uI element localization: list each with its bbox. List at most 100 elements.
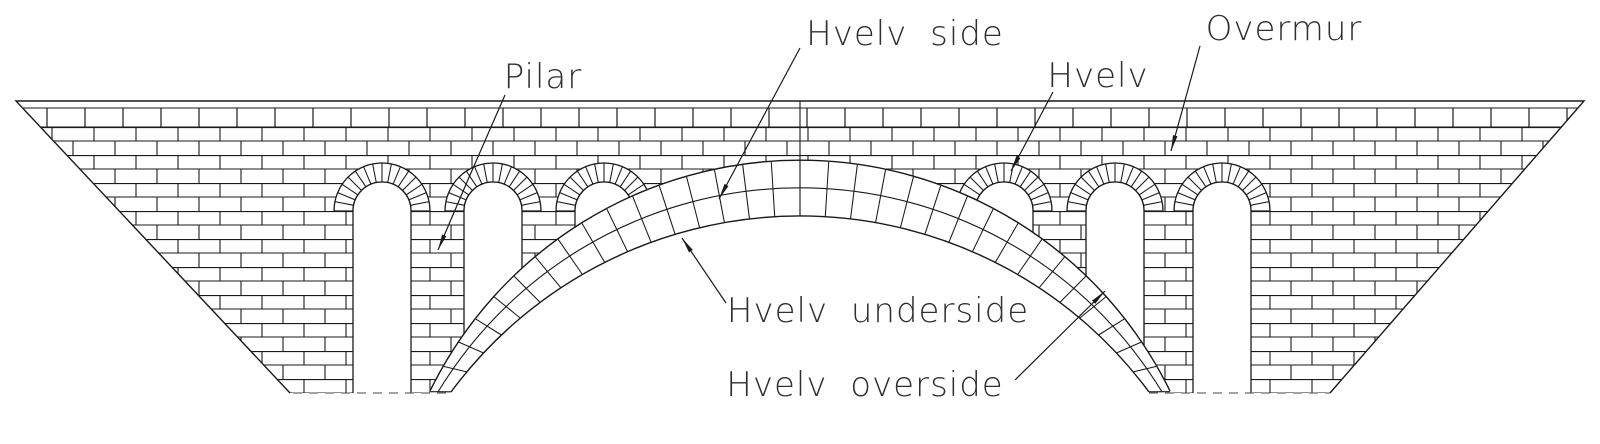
ring-joint [1096, 166, 1105, 185]
voussoir-joint [458, 341, 484, 354]
ring-joint [614, 166, 623, 185]
ring-joint [408, 192, 427, 201]
voussoir-joint [535, 256, 562, 289]
ring-joint [448, 192, 467, 201]
voussoir-joint [475, 318, 502, 336]
small-arch-6 [1173, 162, 1271, 393]
ring-joint [1237, 170, 1250, 188]
ring-joint [465, 170, 478, 188]
voussoir-joint [658, 185, 676, 235]
voussoir-joint [686, 176, 701, 228]
voussoir-joint [1017, 239, 1043, 275]
ring-joint [521, 201, 541, 206]
voussoir-joint [899, 176, 914, 228]
ring-joint [563, 183, 581, 196]
ring-joint [402, 176, 417, 191]
ring-joint [503, 166, 512, 185]
label-hvelv-side: Hvelv side [806, 14, 1004, 54]
voussoir-joint [948, 196, 968, 243]
ring-joint [627, 183, 645, 196]
ring-joint [1125, 166, 1134, 185]
small-arch-opening [1192, 181, 1252, 393]
ring-joint [387, 163, 392, 183]
ring-joint [483, 163, 488, 183]
ring-joint [410, 201, 430, 206]
voussoir-joint [1038, 256, 1065, 289]
ring-joint [1174, 201, 1194, 206]
ring-joint [498, 163, 503, 183]
ring-joint [354, 170, 367, 188]
voussoir-joint [770, 161, 776, 217]
ring-joint [372, 163, 377, 183]
label-hvelv-underside: Hvelv underside [727, 291, 1029, 331]
leader-lines [437, 45, 1201, 381]
ring-joint [508, 170, 521, 188]
ring-joint [1187, 176, 1202, 191]
voussoir-joint [443, 365, 467, 373]
ring-joint [969, 176, 984, 191]
ring-joint [341, 183, 359, 196]
ring-joint [963, 183, 981, 196]
ring-joint [445, 201, 465, 206]
ring-joint [1194, 170, 1207, 188]
ring-joint [347, 176, 362, 191]
ring-joint [474, 166, 483, 185]
ring-joint [1242, 176, 1257, 191]
ring-joint [576, 170, 589, 188]
voussoir-joint [581, 223, 606, 263]
hvelv-leader-line [1010, 91, 1054, 172]
ring-joint [1070, 192, 1089, 201]
label-overmur: Overmur [1206, 9, 1363, 49]
voussoir-joint [1133, 365, 1157, 373]
hvelv-underside-leader-line [681, 237, 727, 304]
ring-joint [1130, 170, 1143, 188]
pilar-leader-line [437, 94, 506, 251]
ring-joint [1105, 163, 1110, 183]
ring-joint [594, 163, 599, 183]
hvelv-underside-line [450, 215, 1150, 393]
ring-joint [1014, 166, 1023, 185]
ring-joint [619, 170, 632, 188]
voussoir-joint [1098, 318, 1125, 336]
hvelv-side-leader-line [718, 47, 801, 200]
voussoir-joint [513, 275, 541, 303]
ring-joint [1250, 201, 1270, 206]
ring-joint [609, 163, 614, 183]
ring-joint [1245, 183, 1263, 196]
overmur-leader-line [1170, 45, 1201, 152]
voussoir-joint [557, 239, 583, 275]
ring-joint [559, 192, 578, 201]
ring-joint [1030, 192, 1049, 201]
ring-joint [1181, 183, 1199, 196]
ring-joint [1032, 201, 1052, 206]
ring-joint [976, 170, 989, 188]
ring-joint [569, 176, 584, 191]
voussoir-joint [606, 208, 629, 252]
voussoir-joint [924, 185, 942, 235]
ring-joint [1080, 176, 1095, 191]
voussoir-joint [824, 161, 830, 217]
ring-joint [392, 166, 401, 185]
label-hvelv: Hvelv [1047, 56, 1148, 96]
arch-ring-fill [430, 160, 1170, 392]
ring-joint [1212, 163, 1217, 183]
ring-joint [1074, 183, 1092, 196]
main-arch-barrel [429, 159, 1171, 395]
annotation-labels: Pilar Hvelv side Hvelv Overmur Hvelv und… [504, 9, 1363, 405]
ring-joint [1024, 176, 1039, 191]
ring-joint [1027, 183, 1045, 196]
ring-joint [985, 166, 994, 185]
voussoir-joint [742, 164, 751, 220]
ring-joint [1232, 166, 1241, 185]
ring-joint [1143, 201, 1163, 206]
ring-joint [334, 201, 354, 206]
voussoir-joint [994, 223, 1019, 263]
voussoir-joint [493, 296, 521, 319]
ring-joint [1177, 192, 1196, 201]
small-arch-1 [333, 162, 431, 393]
voussoir-joints [429, 161, 1171, 393]
ring-joint [585, 166, 594, 185]
voussoir-joint [875, 169, 887, 223]
